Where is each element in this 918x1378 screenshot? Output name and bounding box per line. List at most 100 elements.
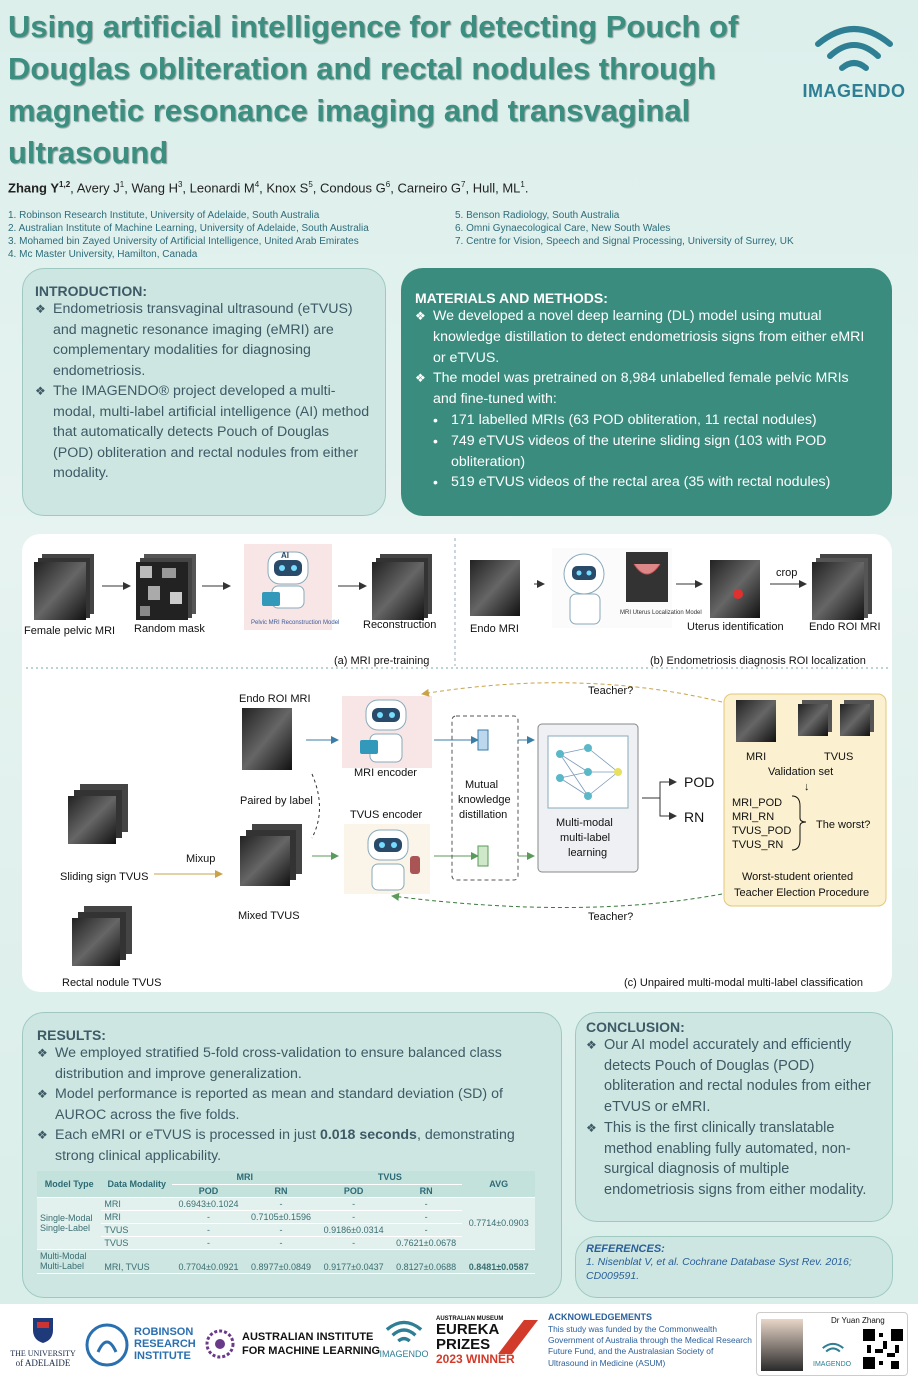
tvus-feature-block [477,845,489,867]
validation-tvus-stack [798,700,874,736]
table-row: TVUS - - 0.9186±0.0314 - [37,1223,535,1237]
list-item: Endometriosis transvaginal ultrasound (e… [35,299,371,381]
uterus-marker [733,589,743,599]
label-teacher-top: Teacher? [588,685,633,697]
label-mri-encoder: MRI encoder [354,767,417,779]
rectal-nodule-tvus-stack [72,906,132,966]
conclusion-box: CONCLUSION: Our AI model accurately and … [575,1012,893,1222]
endo-roi-image [242,708,292,770]
label-multi-modal: Multi-modal [556,817,613,829]
sliding-sign-tvus-stack [68,784,128,844]
list-item: 749 eTVUS videos of the uterine sliding … [433,431,876,473]
label-uterus-localization-model: MRI Uterus Localization Model [620,610,702,616]
poster-title: Using artificial intelligence for detect… [8,9,739,170]
col-model-type: Model Type [37,1171,102,1198]
label-endo-roi-mri-c: Endo ROI MRI [239,693,311,705]
output-arrow [659,798,677,820]
robinson-emblem-icon [85,1323,129,1367]
single-avg: 0.7714±0.0903 [462,1197,535,1250]
qr-brand: IMAGENDO [813,1361,852,1368]
label-endo-roi-mri: Endo ROI MRI [809,621,881,633]
output-rn: RN [684,809,704,825]
wifi-signal-icon [815,26,893,71]
label-mixed-tvus: Mixed TVUS [238,910,300,922]
teacher-arrow-top [421,682,723,703]
crest-icon [33,1318,53,1343]
list-item: 519 eTVUS videos of the rectal area (35 … [433,472,876,493]
list-item: This is the first clinically translatabl… [586,1118,880,1201]
teacher-arrow-bottom [391,892,723,909]
robinson-logo [84,1322,130,1373]
methods-list: We developed a novel deep learning (DL) … [415,306,876,493]
candidate-mri-pod: MRI_POD [732,797,782,809]
label-crop: crop [776,567,797,579]
wifi-signal-icon [822,1342,844,1353]
author: Avery J [76,180,120,196]
author-list: Zhang Y1,2, Avery J1, Wang H3, Leonardi … [8,180,529,196]
label-mixup: Mixup [186,853,215,865]
network-edges [559,747,619,797]
reference-item: 1. Nisenblat V, et al. Cochrane Database… [586,1256,852,1282]
mri-scan-stack [34,554,94,620]
acknowledgements-text: This study was funded by the Commonwealt… [548,1324,752,1368]
col-avg: AVG [462,1171,535,1198]
list-item: Our AI model accurately and efficiently … [586,1035,880,1118]
label-tvus-encoder: TVUS encoder [350,809,422,821]
mixed-tvus-stack [240,824,302,886]
col-tvus-rn: RN [389,1184,463,1198]
introduction-box: INTRODUCTION: Endometriosis transvaginal… [22,268,386,516]
label-learning: learning [568,847,607,859]
methods-heading: MATERIALS AND METHODS: [415,290,608,306]
list-item: We developed a novel deep learning (DL) … [415,306,876,368]
results-box: RESULTS: We employed stratified 5-fold c… [22,1012,562,1298]
aiml-text: AUSTRALIAN INSTITUTE FOR MACHINE LEARNIN… [242,1331,381,1357]
results-table: Model Type Data Modality MRI TVUS AVG PO… [37,1171,535,1274]
references-heading: REFERENCES: [586,1243,665,1255]
qr-code-icon[interactable] [863,1329,903,1369]
label-reconstruction-model: Pelvic MRI Reconstruction Model [251,620,339,626]
doctor-robot-icon [367,829,420,891]
col-mri-rn: RN [244,1184,318,1198]
methods-box: MATERIALS AND METHODS: We developed a no… [401,268,892,516]
acknowledgements-heading: ACKNOWLEDGEMENTS [548,1312,652,1322]
col-data-modality: Data Modality [101,1171,173,1198]
imagendo-brand: IMAGENDO [802,81,906,101]
conclusion-heading: CONCLUSION: [586,1019,685,1035]
robinson-text: ROBINSON RESEARCH INSTITUTE [134,1326,196,1362]
label-paired-by-label: Paired by label [240,795,313,807]
label-multi-label: multi-label [560,832,610,844]
aiml-emblem-icon [205,1329,235,1359]
methods-sublist: 171 labelled MRIs (63 POD obliteration, … [433,410,876,493]
label-sliding-sign-tvus: Sliding sign TVUS [60,871,148,883]
label-rectal-nodule-tvus: Rectal nodule TVUS [62,977,161,989]
masked-scan-stack [136,554,196,620]
results-list: We employed stratified 5-fold cross-vali… [37,1043,547,1166]
conclusion-list: Our AI model accurately and efficiently … [586,1035,880,1201]
author: Knox S [266,180,309,196]
eureka-logo: AUSTRALIAN MUSEUM EUREKA PRIZES 2023 WIN… [436,1316,540,1366]
label-validation-tvus: TVUS [824,751,853,763]
list-item: Model performance is reported as mean an… [37,1084,547,1125]
mutual-distillation-box [451,715,519,881]
label-the-worst: The worst? [816,819,870,831]
robot-ai-label: AI [281,551,289,560]
down-arrow-icon: ↓ [804,781,810,793]
contact-name: Dr Yuan Zhang [831,1316,885,1325]
caption-b: (b) Endometriosis diagnosis ROI localiza… [650,655,866,667]
doctor-robot-icon [552,548,672,628]
results-heading: RESULTS: [37,1027,106,1043]
label-procedure-1: Worst-student oriented [742,871,853,883]
author: Condous G [320,180,386,196]
mri-feature-block [477,729,489,751]
caption-c: (c) Unpaired multi-modal multi-label cla… [624,977,863,989]
label-teacher-bottom: Teacher? [588,911,633,923]
imagendo-footer-logo: IMAGENDO [376,1318,432,1359]
author: Carneiro G [397,180,462,196]
table-row: TVUS - - - 0.7621±0.0678 [37,1236,535,1250]
label-knowledge: knowledge [458,794,511,806]
list-item: We employed stratified 5-fold cross-vali… [37,1043,547,1084]
method-figure: Female pelvic MRI Random mask AI Pelvic … [22,534,892,992]
